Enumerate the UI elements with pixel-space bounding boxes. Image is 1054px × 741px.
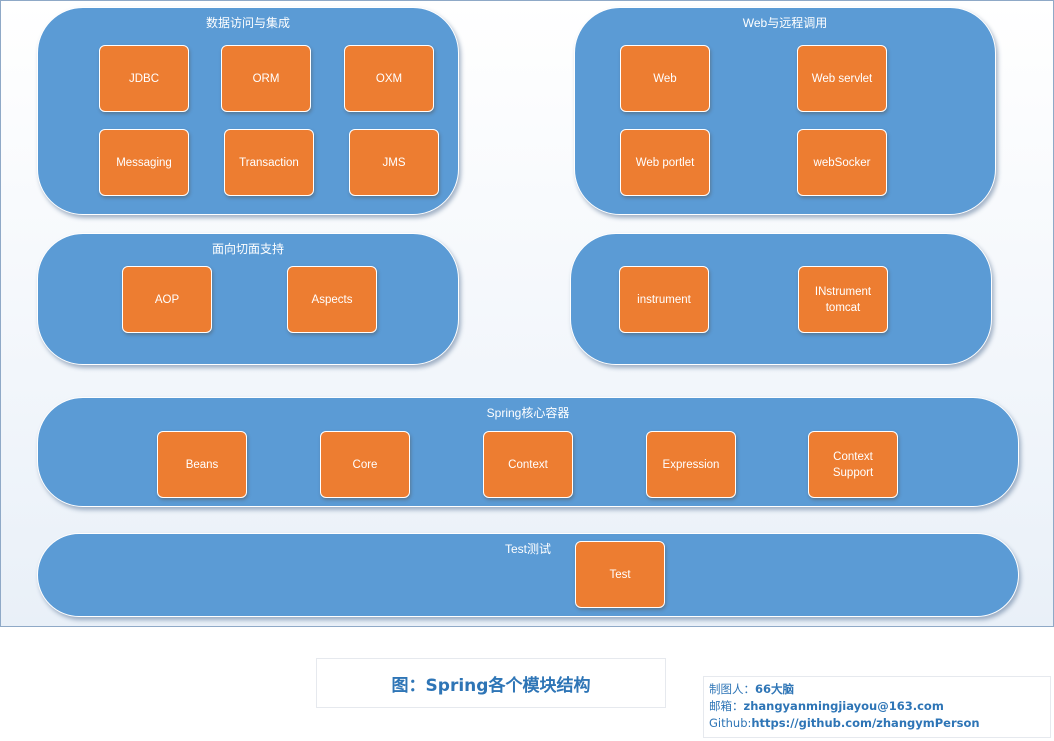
group-data-access: 数据访问与集成 JDBC ORM OXM Messaging Transacti…	[37, 7, 459, 215]
module-context-support: Context Support	[808, 431, 898, 498]
module-aspects: Aspects	[287, 266, 377, 333]
module-instrument-tomcat: INstrument tomcat	[798, 266, 888, 333]
module-orm: ORM	[221, 45, 311, 112]
module-context: Context	[483, 431, 573, 498]
figure-caption: 图：Spring各个模块结构	[391, 675, 591, 696]
module-expression: Expression	[646, 431, 736, 498]
credit-maker: 制图人：66大脑	[709, 681, 1050, 698]
github-label: Github:	[709, 716, 752, 730]
group-core-container-title: Spring核心容器	[486, 406, 570, 420]
module-web: Web	[620, 45, 710, 112]
maker-value: 66大脑	[755, 682, 795, 696]
module-instrument: instrument	[619, 266, 709, 333]
group-aop-title: 面向切面支持	[211, 242, 284, 256]
group-test-title: Test测试	[504, 542, 551, 556]
group-aop: 面向切面支持 AOP Aspects	[37, 233, 459, 365]
credit-github: Github:https://github.com/zhangymPerson	[709, 715, 1050, 732]
group-instrument: instrument INstrument tomcat	[570, 233, 992, 365]
module-web-portlet: Web portlet	[620, 129, 710, 196]
credit-email: 邮箱：zhangyanmingjiayou@163.com	[709, 698, 1050, 715]
module-beans: Beans	[157, 431, 247, 498]
caption-box: 图：Spring各个模块结构	[316, 658, 666, 708]
module-test: Test	[575, 541, 665, 608]
group-test: Test测试 Test	[37, 533, 1019, 617]
module-oxm: OXM	[344, 45, 434, 112]
module-jdbc: JDBC	[99, 45, 189, 112]
group-data-access-title: 数据访问与集成	[205, 16, 290, 30]
diagram-canvas: 数据访问与集成 JDBC ORM OXM Messaging Transacti…	[0, 0, 1054, 627]
module-transaction: Transaction	[224, 129, 314, 196]
group-web-remoting-title: Web与远程调用	[742, 16, 828, 30]
module-websocket: webSocker	[797, 129, 887, 196]
group-core-container: Spring核心容器 Beans Core Context Expression…	[37, 397, 1019, 507]
module-aop: AOP	[122, 266, 212, 333]
maker-label: 制图人：	[709, 682, 755, 696]
email-value: zhangyanmingjiayou@163.com	[743, 699, 944, 713]
module-core: Core	[320, 431, 410, 498]
group-web-remoting: Web与远程调用 Web Web servlet Web portlet web…	[574, 7, 996, 215]
module-web-servlet: Web servlet	[797, 45, 887, 112]
module-messaging: Messaging	[99, 129, 189, 196]
email-label: 邮箱：	[709, 699, 744, 713]
github-link[interactable]: https://github.com/zhangymPerson	[751, 716, 980, 730]
module-jms: JMS	[349, 129, 439, 196]
credits-box: 制图人：66大脑 邮箱：zhangyanmingjiayou@163.com G…	[703, 676, 1051, 738]
